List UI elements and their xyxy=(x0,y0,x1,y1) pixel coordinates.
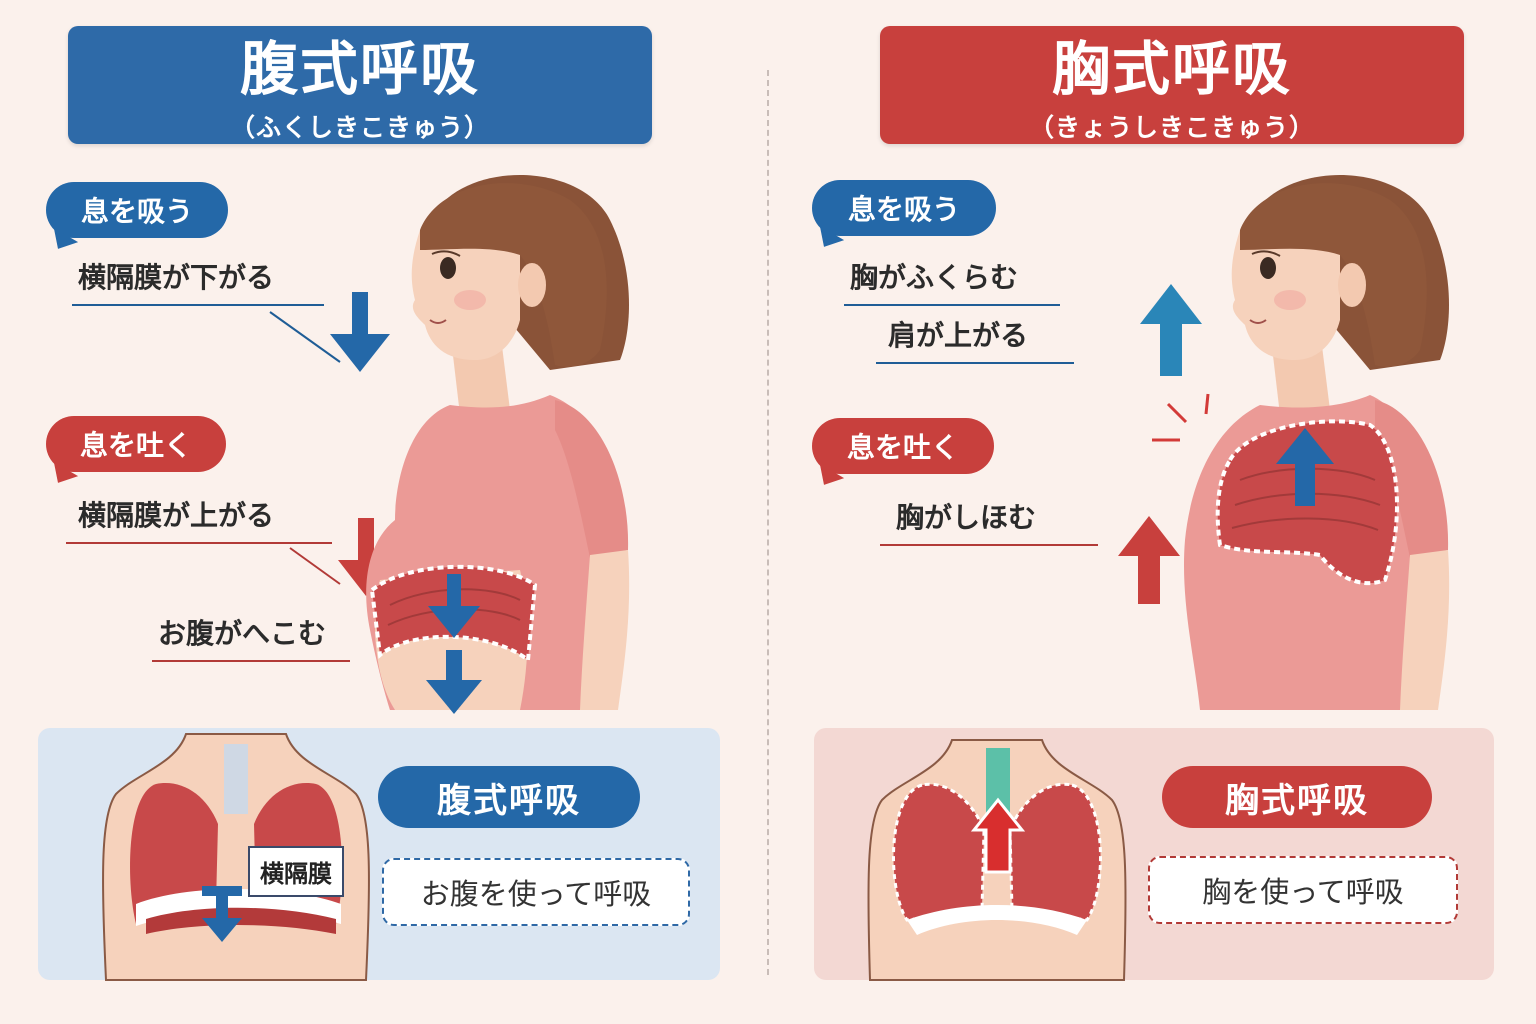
left-panel-title-text: 腹式呼吸 xyxy=(437,780,581,821)
left-belly-label: お腹がへこむ xyxy=(152,612,350,662)
right-panel-title-text: 胸式呼吸 xyxy=(1225,780,1369,821)
left-inhale-leader-line xyxy=(269,311,341,363)
motion-lines-icon xyxy=(1152,393,1210,442)
right-title-box: 胸式呼吸 （きょうしきこきゅう） xyxy=(880,26,1464,144)
arrow-down-icon xyxy=(330,292,390,372)
right-subtitle: （きょうしきこきゅう） xyxy=(1028,113,1315,142)
left-title-box: 腹式呼吸 （ふくしきこきゅう） xyxy=(68,26,652,144)
woman-profile-illustration xyxy=(1183,175,1450,710)
right-panel-bubble-text: 胸を使って呼吸 xyxy=(1202,875,1404,909)
right-inhale-label-2: 肩が上がる xyxy=(876,314,1074,364)
lungs-diagram xyxy=(867,739,1127,981)
left-exhale-leader-line xyxy=(289,547,341,585)
arrow-down-icon xyxy=(428,574,480,638)
right-inhale-label-1: 胸がふくらむ xyxy=(844,256,1060,306)
arrow-up-icon xyxy=(1118,516,1180,604)
right-exhale-pill: 息を吐く xyxy=(812,418,994,474)
left-exhale-label-text: 横隔膜が上がる xyxy=(78,499,275,532)
right-inhale-pill: 息を吸う xyxy=(812,180,996,236)
left-diaphragm-tag: 横隔膜 xyxy=(248,846,344,897)
right-inhale-label-1-text: 胸がふくらむ xyxy=(850,261,1019,294)
left-belly-label-text: お腹がへこむ xyxy=(158,617,327,650)
left-exhale-pill-text: 息を吐く xyxy=(79,429,192,462)
arrow-down-icon xyxy=(202,886,242,942)
left-panel-bubble: お腹を使って呼吸 xyxy=(382,858,690,926)
left-inhale-pill-text: 息を吸う xyxy=(80,195,193,228)
right-panel-title: 胸式呼吸 xyxy=(1162,766,1432,828)
right-title: 胸式呼吸 xyxy=(1051,35,1292,103)
left-panel-title: 腹式呼吸 xyxy=(378,766,640,828)
left-inhale-pill: 息を吸う xyxy=(46,182,228,238)
left-inhale-label-text: 横隔膜が下がる xyxy=(78,261,275,294)
right-panel-bubble: 胸を使って呼吸 xyxy=(1148,856,1458,924)
left-exhale-pill: 息を吐く xyxy=(46,416,226,472)
right-inhale-pill-text: 息を吸う xyxy=(847,193,960,226)
arrow-up-icon xyxy=(1140,284,1202,376)
right-inhale-label-2-text: 肩が上がる xyxy=(888,319,1029,352)
right-exhale-label: 胸がしほむ xyxy=(880,496,1098,546)
woman-profile-illustration xyxy=(366,175,630,710)
lungs-diagram xyxy=(102,733,370,981)
right-exhale-pill-text: 息を吐く xyxy=(846,431,959,464)
left-exhale-label: 横隔膜が上がる xyxy=(66,494,332,544)
left-title: 腹式呼吸 xyxy=(239,35,480,103)
arrow-up-icon xyxy=(1276,428,1334,506)
arrow-down-icon xyxy=(426,650,482,714)
left-subtitle: （ふくしきこきゅう） xyxy=(229,113,490,142)
center-divider xyxy=(767,70,769,975)
left-inhale-label: 横隔膜が下がる xyxy=(72,256,324,306)
right-exhale-label-text: 胸がしほむ xyxy=(896,501,1037,534)
left-panel-bubble-text: お腹を使って呼吸 xyxy=(420,877,652,911)
